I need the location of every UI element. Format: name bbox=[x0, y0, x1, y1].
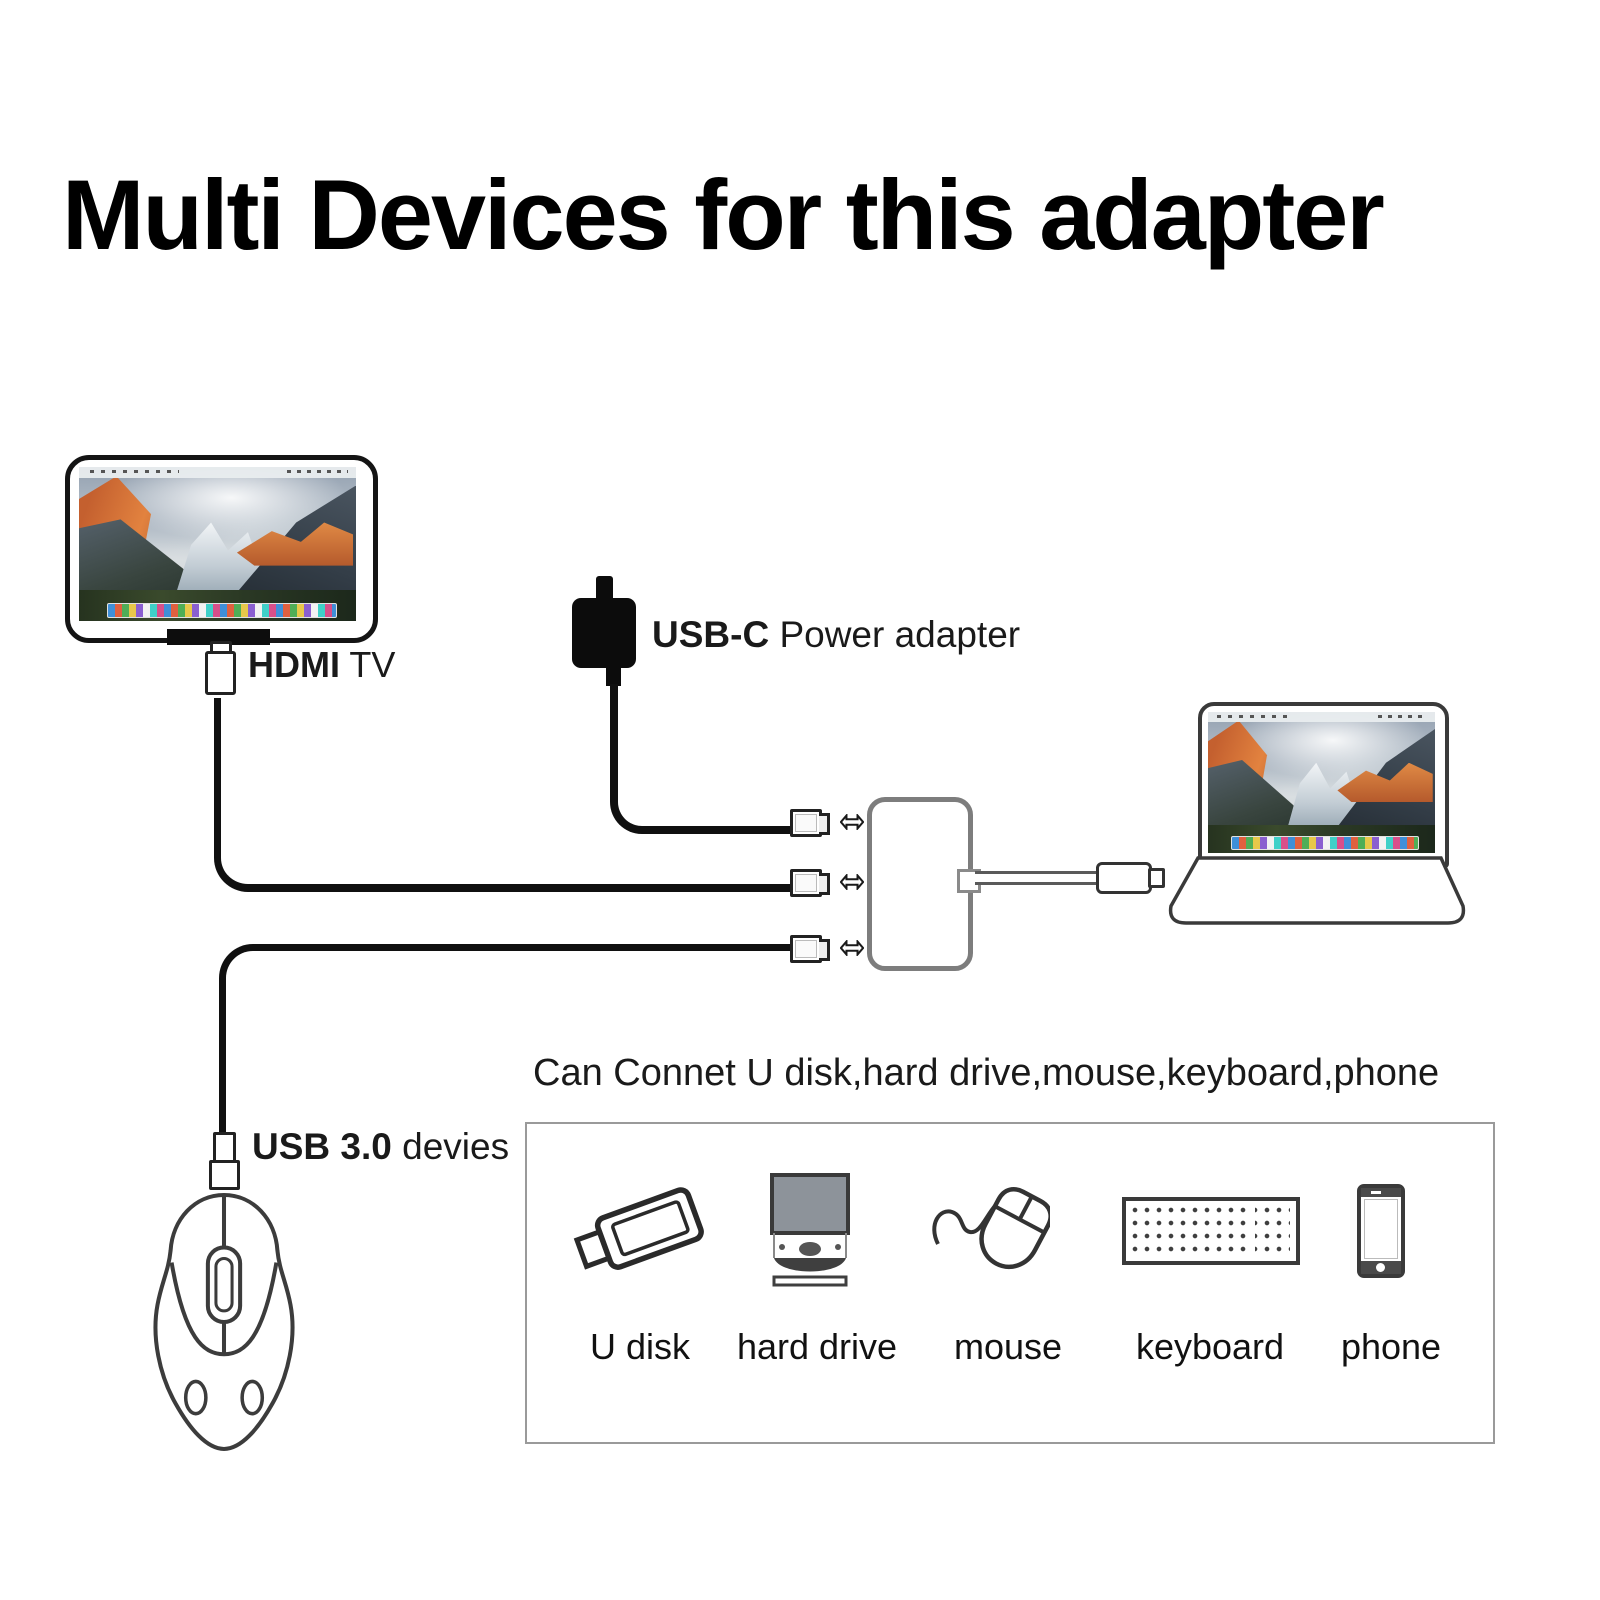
usb3-label-bold: USB 3.0 bbox=[252, 1126, 392, 1167]
usb3-cable bbox=[219, 944, 799, 1141]
usb-c-hub bbox=[867, 797, 973, 971]
hdmi-tv-label-bold: HDMI bbox=[248, 644, 340, 685]
phone-icon bbox=[1357, 1184, 1405, 1278]
usb3-label-rest: devies bbox=[391, 1126, 510, 1167]
hdmi-cable bbox=[214, 698, 799, 892]
usb3-plug-body bbox=[209, 1160, 240, 1190]
tv-stand bbox=[167, 629, 270, 645]
hub-port-middle bbox=[790, 869, 822, 897]
device-label-keyboard: keyboard bbox=[1135, 1326, 1285, 1367]
power-adapter-label-rest: Power adapter bbox=[769, 614, 1021, 655]
laptop-base bbox=[1168, 856, 1466, 925]
hub-port-middle-tip bbox=[819, 873, 830, 895]
hub-port-bottom bbox=[790, 935, 822, 963]
phone-screen bbox=[1364, 1199, 1398, 1259]
power-cable bbox=[610, 684, 800, 834]
dock-bar bbox=[1230, 836, 1420, 851]
power-adapter-prong bbox=[596, 576, 613, 604]
keyboard-icon bbox=[1122, 1197, 1300, 1265]
menu-bar bbox=[1208, 712, 1435, 722]
phone-home-button bbox=[1376, 1263, 1385, 1272]
left-right-arrow-icon bbox=[840, 874, 864, 890]
hdmi-tv-label-rest: TV bbox=[340, 644, 396, 685]
laptop-wallpaper bbox=[1208, 712, 1435, 853]
hub-laptop-cable bbox=[975, 871, 1099, 885]
hub-port-top bbox=[790, 809, 822, 837]
device-label-phone: phone bbox=[1340, 1326, 1442, 1367]
hub-port-top-tip bbox=[819, 813, 830, 835]
left-right-arrow-icon bbox=[840, 814, 864, 830]
usb-flash-icon bbox=[573, 1187, 704, 1270]
usb3-devices-label: USB 3.0 devies bbox=[252, 1126, 509, 1168]
devices-box bbox=[525, 1122, 1495, 1444]
device-label-mouse: mouse bbox=[953, 1326, 1063, 1367]
compatibility-note: Can Connet U disk,hard drive,mouse,keybo… bbox=[533, 1052, 1440, 1094]
usb-c-plug-tip bbox=[1148, 868, 1165, 888]
hub-port-bottom-tip bbox=[819, 939, 830, 961]
device-label-harddrive: hard drive bbox=[736, 1326, 898, 1367]
mouse-device bbox=[153, 1193, 295, 1451]
menu-bar bbox=[79, 467, 356, 478]
left-right-arrow-icon bbox=[840, 940, 864, 956]
page-title: Multi Devices for this adapter bbox=[62, 159, 1385, 270]
hdmi-tv-label: HDMI TV bbox=[248, 644, 395, 686]
keyboard-keys bbox=[1132, 1207, 1290, 1255]
power-adapter-label: USB-C Power adapter bbox=[652, 614, 1020, 656]
mouse-icon bbox=[932, 1187, 1050, 1269]
hdmi-plug-body bbox=[205, 651, 236, 695]
power-adapter-neck bbox=[606, 666, 621, 686]
tv-wallpaper bbox=[79, 467, 356, 621]
device-label-udisk: U disk bbox=[589, 1326, 691, 1367]
power-adapter-label-bold: USB-C bbox=[652, 614, 770, 655]
hard-drive-icon bbox=[770, 1173, 850, 1287]
keyboard-key-gap bbox=[1246, 1205, 1255, 1257]
dock-bar bbox=[106, 602, 337, 618]
usb-c-plug bbox=[1096, 862, 1152, 894]
power-adapter-body bbox=[572, 598, 636, 668]
phone-speaker bbox=[1361, 1188, 1401, 1197]
